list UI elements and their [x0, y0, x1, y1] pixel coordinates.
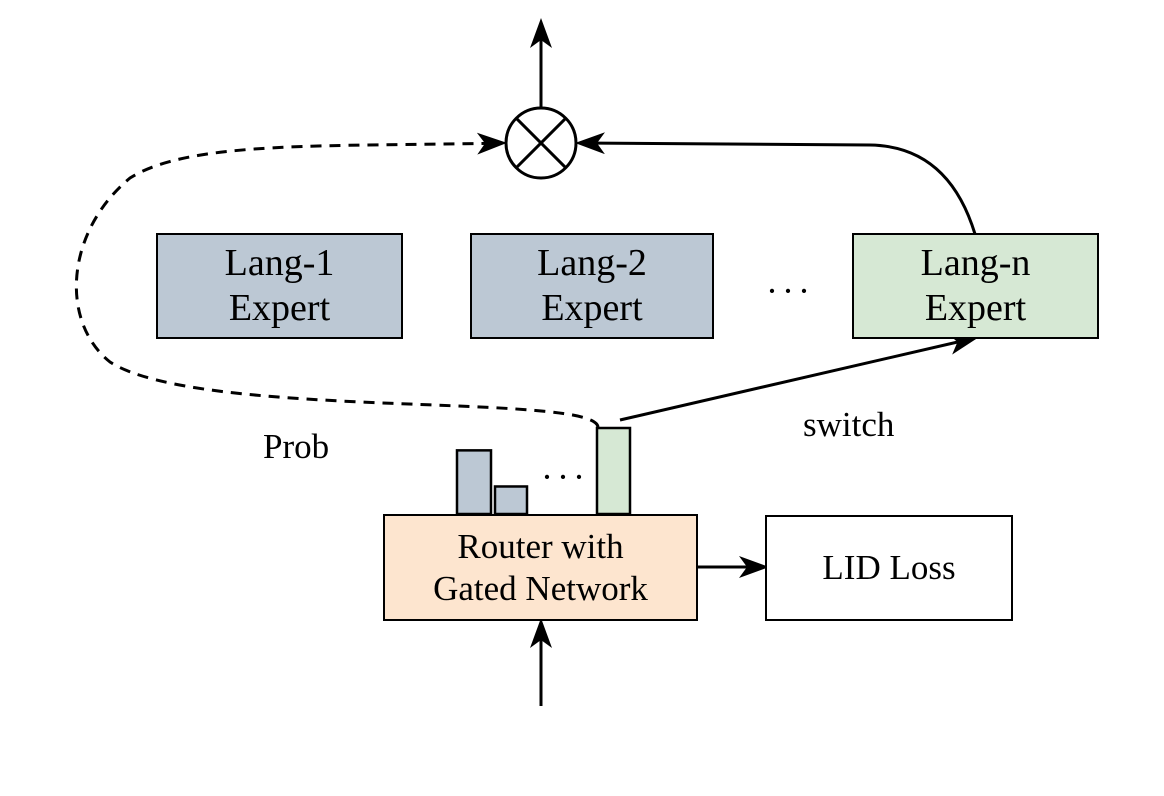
prob-label: Prob [263, 427, 330, 466]
expert-output-arrow [575, 132, 977, 235]
lid-loss-box: LID Loss [765, 515, 1013, 621]
expert-label-line1: Lang-1 [224, 242, 335, 285]
prob-bar [455, 449, 493, 516]
expert-label-line2: Expert [228, 287, 331, 329]
lang-n-expert-box: Lang-n Expert [852, 233, 1099, 339]
lang-1-expert-box: Lang-1 Expert [156, 233, 403, 339]
router-label-line2: Gated Network [433, 568, 648, 608]
switch-label: switch [803, 405, 895, 444]
lang-2-expert-box: Lang-2 Expert [470, 233, 714, 339]
expert-ellipsis: ··· [766, 271, 814, 311]
prob-bar [493, 485, 529, 516]
prob-dashed-arrow [74, 132, 600, 428]
expert-label-line1: Lang-2 [537, 242, 647, 285]
expert-label-line2: Expert [924, 287, 1027, 329]
prob-bar [595, 426, 632, 516]
router-gated-network-box: Router with Gated Network [383, 514, 698, 621]
expert-label-line1: Lang-n [920, 242, 1031, 285]
router-label-line1: Router with [457, 527, 624, 567]
prob-bar-chart [455, 426, 632, 516]
lid-loss-label: LID Loss [822, 548, 956, 588]
prob-bar-ellipsis: ··· [541, 457, 589, 497]
multiply-circle-icon [504, 106, 578, 180]
switch-arrow [619, 333, 979, 422]
expert-label-line2: Expert [541, 287, 643, 329]
